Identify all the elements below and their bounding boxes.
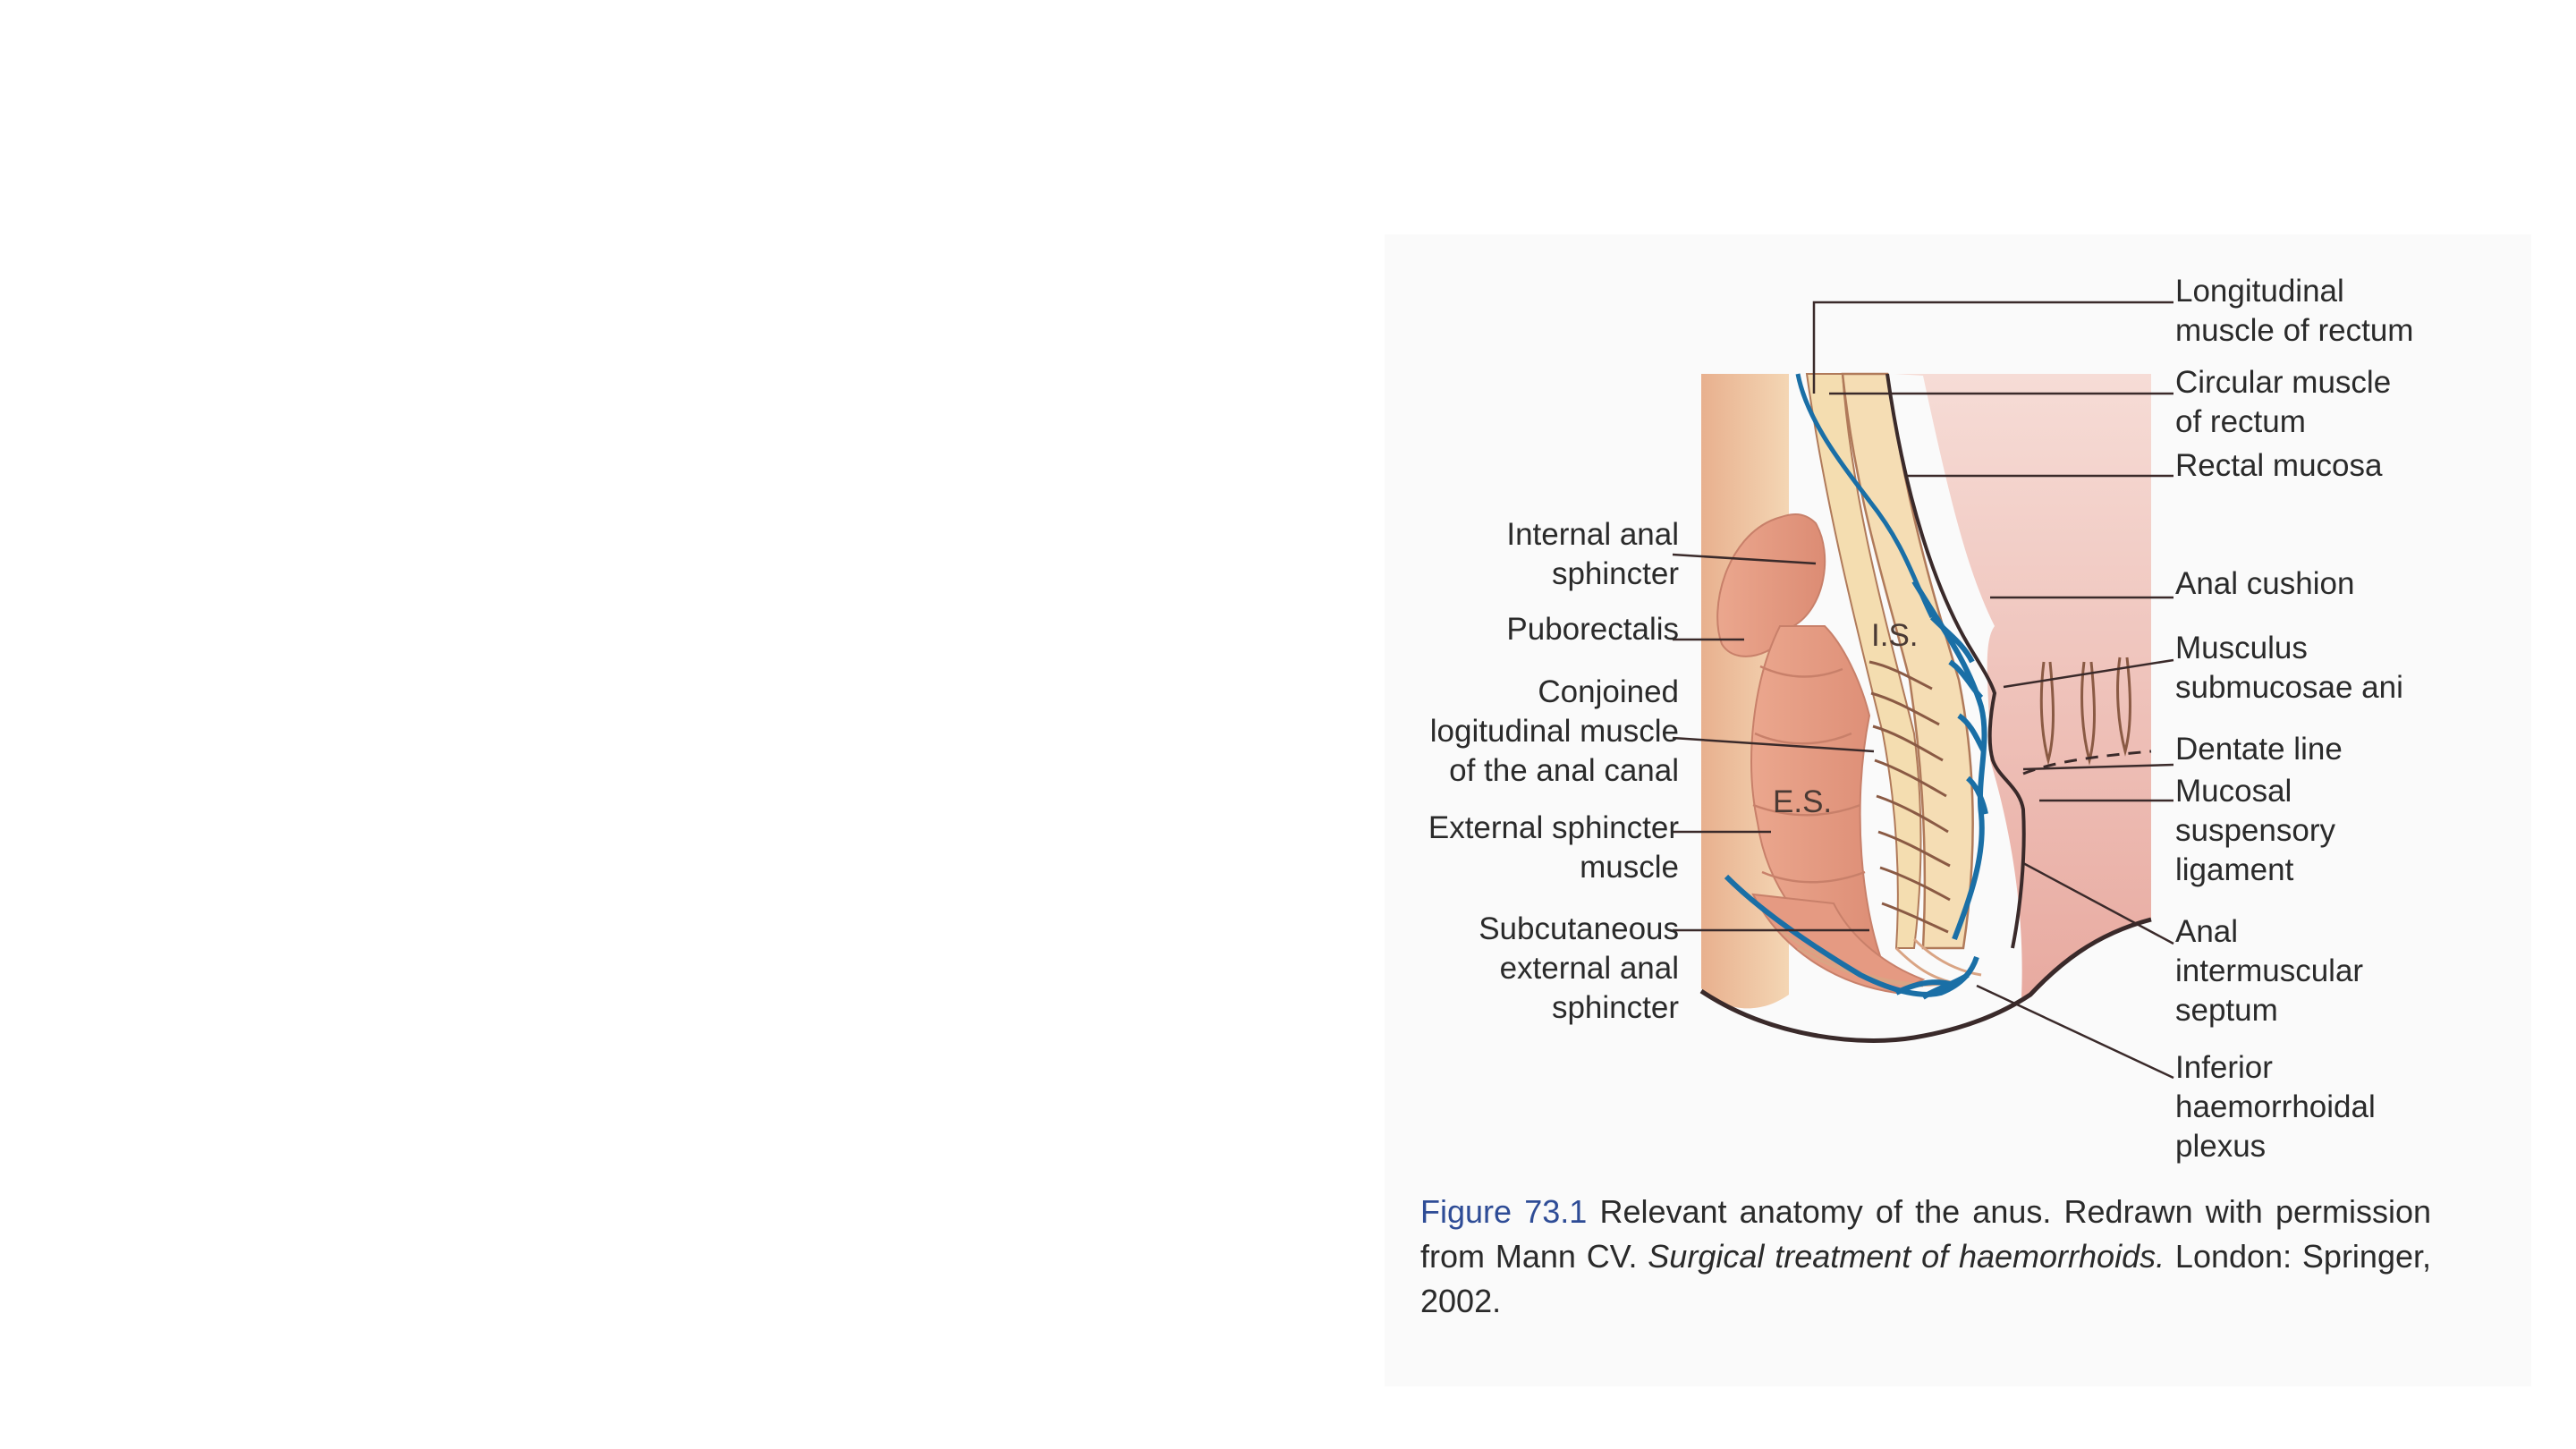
internal-sphincter: [1841, 372, 1974, 950]
external-sphincter-abbrev: E.S.: [1773, 784, 1832, 819]
figure-caption: Figure 73.1 Relevant anatomy of the anus…: [1420, 1190, 2431, 1324]
caption-text-b: London: Springer, 2002.: [1420, 1238, 2431, 1319]
label-conjoined-longitudinal: Conjoined logitudinal muscle of the anal…: [1429, 674, 1679, 788]
label-inferior-plexus: Inferior haemorrhoidal plexus: [2175, 1050, 2376, 1164]
internal-sphincter-striations: [1868, 660, 1951, 934]
subcutaneous-sphincter: [1751, 893, 1926, 995]
mucosa-edge: [1885, 373, 2026, 949]
anal-columns: [2039, 657, 2131, 766]
label-musculus-submucosae: Musculus submucosae ani: [2175, 631, 2403, 705]
leader-lines: [1672, 301, 2174, 1080]
label-dentate-line: Dentate line: [2175, 732, 2343, 767]
label-rectal-mucosa: Rectal mucosa: [2175, 448, 2383, 483]
skin-line: [1699, 917, 2152, 1043]
longitudinal-muscle-band: [1805, 373, 1922, 949]
label-anal-intermuscular: Anal intermuscular septum: [2175, 914, 2364, 1028]
label-puborectalis: Puborectalis: [1506, 612, 1679, 647]
label-longitudinal-muscle: Longitudinal muscle of rectum: [2175, 274, 2414, 348]
perianal-skin: [1701, 919, 2151, 1041]
label-circular-muscle: Circular muscle of rectum: [2175, 365, 2392, 439]
dentate-line: [2022, 750, 2152, 775]
label-internal-anal-sphincter: Internal anal sphincter: [1506, 517, 1679, 591]
label-external-sphincter: External sphincter muscle: [1428, 810, 1679, 885]
internal-sphincter-abbrev: I.S.: [1871, 618, 1919, 653]
caption-book-title: Surgical treatment of haemorrhoids.: [1648, 1238, 2165, 1275]
label-subcutaneous-external: Subcutaneous external anal sphincter: [1479, 911, 1679, 1025]
rectal-lumen: [1894, 374, 2151, 997]
haemorrhoidal-plexus: [1724, 580, 1988, 1000]
label-anal-cushion: Anal cushion: [2175, 566, 2355, 601]
figure-number: Figure 73.1: [1420, 1193, 1588, 1230]
caption-text-a: Relevant anatomy of the anus. Redrawn wi…: [1420, 1193, 2432, 1275]
label-mucosal-suspensory: Mucosal suspensory ligament: [2175, 774, 2335, 887]
